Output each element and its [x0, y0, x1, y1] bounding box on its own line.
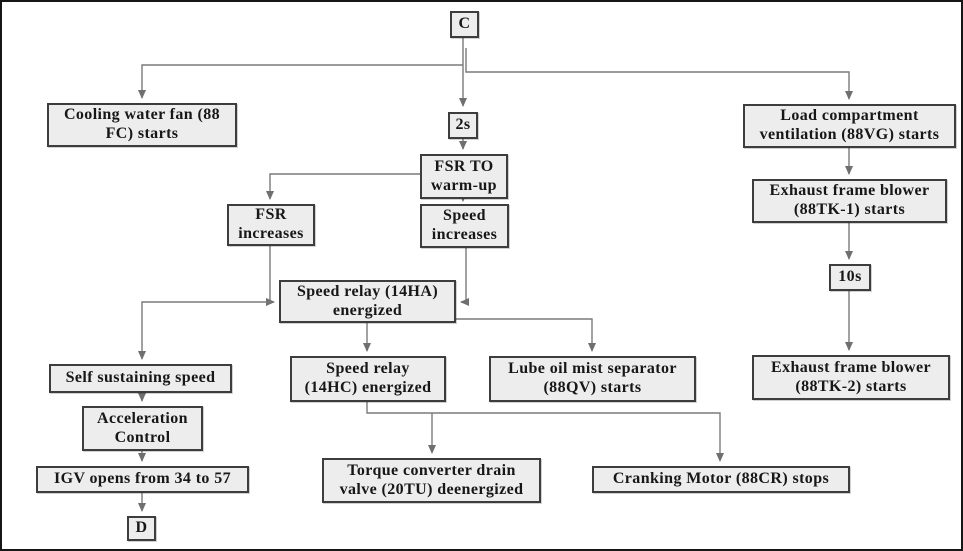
node-connector-c: C: [450, 11, 479, 38]
node-label: Acceleration Control: [97, 409, 188, 446]
node-exhaust-frame-blower-tk2: Exhaust frame blower (88TK-2) starts: [752, 355, 950, 400]
node-lube-oil-mist-separator: Lube oil mist separator (88QV) starts: [489, 356, 696, 402]
edge-14hc-cranking: [366, 402, 724, 462]
node-label: Load compartment ventilation (88VG) star…: [759, 107, 940, 143]
node-connector-d: D: [127, 516, 156, 541]
node-label: C: [458, 15, 471, 33]
node-load-compartment-ventilation: Load compartment ventilation (88VG) star…: [743, 104, 956, 148]
node-cooling-water-fan: Cooling water fan (88 FC) starts: [47, 103, 237, 147]
node-label: Exhaust frame blower (88TK-2) starts: [771, 358, 931, 395]
node-label: FSR increases: [238, 206, 304, 242]
node-fsr-to-warmup: FSR TO warm-up: [420, 154, 508, 199]
node-label: Self sustaining speed: [65, 369, 216, 387]
node-speed-increases: Speed increases: [420, 204, 509, 248]
node-label: Speed relay (14HC) energized: [304, 360, 432, 396]
node-label: 2s: [455, 116, 471, 134]
node-cranking-motor-stops: Cranking Motor (88CR) stops: [592, 466, 850, 493]
node-label: Speed relay (14HA) energized: [296, 282, 439, 319]
node-label: Exhaust frame blower (88TK-1) starts: [769, 182, 930, 218]
edge-speed-increases-14ha: [460, 248, 469, 306]
node-label: Lube oil mist separator (88QV) starts: [508, 360, 677, 396]
node-label: IGV opens from 34 to 57: [53, 470, 232, 488]
edge-fsr-increases-self-sustaining: [138, 301, 270, 360]
node-torque-converter-drain-valve: Torque converter drain valve (20TU) deen…: [322, 458, 541, 503]
node-label: Torque converter drain valve (20TU) deen…: [339, 461, 524, 498]
node-igv-opens: IGV opens from 34 to 57: [36, 466, 249, 493]
node-delay-2s: 2s: [448, 112, 478, 139]
edge-c-load-vent: [465, 48, 853, 100]
edge-14ha-lube-oil: [456, 318, 596, 352]
node-speed-relay-14ha: Speed relay (14HA) energized: [279, 280, 456, 323]
node-label: FSR TO warm-up: [431, 157, 497, 194]
node-exhaust-frame-blower-tk1: Exhaust frame blower (88TK-1) starts: [752, 179, 947, 223]
edge-c-cooling-fan: [138, 64, 463, 99]
node-fsr-increases: FSR increases: [227, 204, 315, 246]
node-label: Cooling water fan (88 FC) starts: [63, 106, 221, 142]
node-delay-10s: 10s: [829, 264, 871, 291]
node-label: Speed increases: [431, 207, 498, 243]
node-self-sustaining-speed: Self sustaining speed: [49, 364, 232, 393]
node-label: D: [135, 519, 148, 537]
node-label: 10s: [838, 268, 862, 286]
node-acceleration-control: Acceleration Control: [82, 406, 203, 451]
edge-warmup-fsr-increases: [266, 173, 420, 200]
node-label: Cranking Motor (88CR) stops: [612, 470, 830, 488]
node-speed-relay-14hc: Speed relay (14HC) energized: [290, 356, 446, 402]
